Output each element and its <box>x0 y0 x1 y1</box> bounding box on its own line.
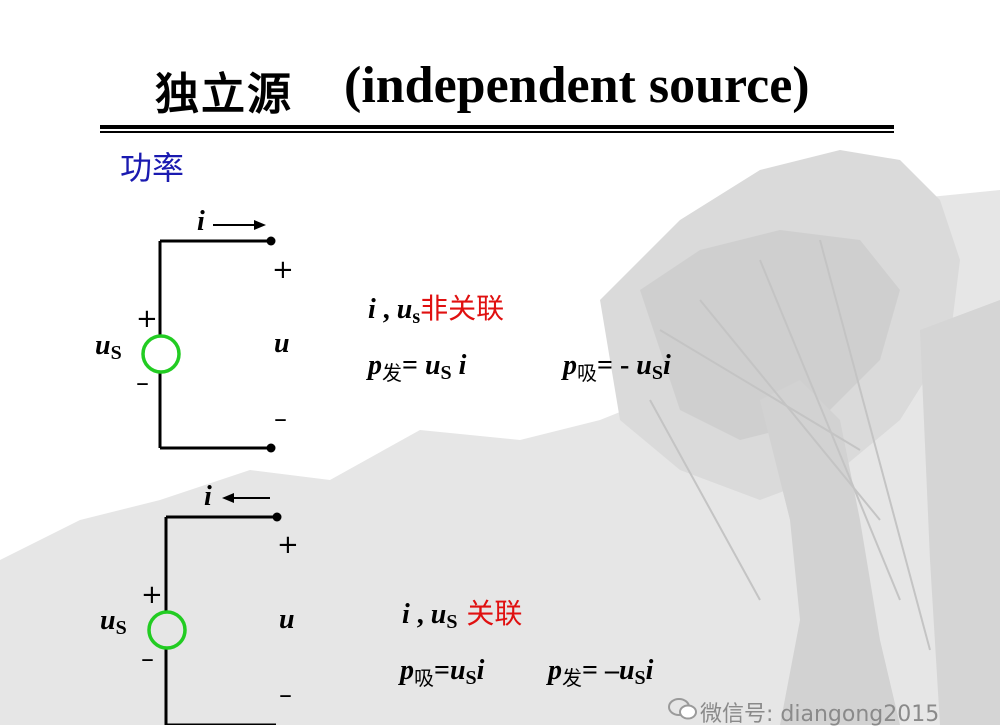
circuit-2-arrowhead <box>222 493 234 503</box>
eq1-condition: i , us非关联 <box>368 292 505 328</box>
circuit-2-source-label: uS <box>100 605 127 639</box>
eq2-power-absorbed: p吸=uSi <box>400 655 485 690</box>
circuit-2-source-minus: – <box>141 644 154 674</box>
circuit-1-source-plus: + <box>136 304 158 334</box>
circuit-1-voltage-plus: + <box>272 255 294 285</box>
title-english: (independent source) <box>344 57 810 114</box>
circuit-1-arrowhead <box>254 220 266 230</box>
circuit-2-terminal-top <box>272 512 282 522</box>
eq1-power-emitted: p发= uS i <box>368 350 467 385</box>
circuit-2-voltage-label: u <box>279 604 295 635</box>
circuit-1-wires <box>158 239 270 450</box>
circuit-2-voltage-minus: – <box>279 680 292 710</box>
circuit-2-wires <box>164 515 276 725</box>
eq1-relation: 非关联 <box>420 292 505 325</box>
circuit-1-terminal-bottom <box>266 443 276 453</box>
title-chinese: 独立源 <box>155 69 293 120</box>
eq1-power-absorbed: p吸= - uSi <box>563 350 671 385</box>
circuit-1-voltage-minus: – <box>274 404 287 434</box>
title-rule-thin <box>100 131 894 133</box>
title-rule-thick <box>100 125 894 129</box>
circuit-2-current-label: i <box>204 481 212 512</box>
circuit-2-voltage-plus: + <box>277 530 299 560</box>
circuit-2-source-circle <box>147 610 187 650</box>
circuit-2-source-plus: + <box>141 580 163 610</box>
circuit-1-source-minus: – <box>136 368 149 398</box>
subtitle-power: 功率 <box>120 149 185 187</box>
circuit-1-voltage-label: u <box>274 328 290 359</box>
eq2-condition: i , uS 关联 <box>402 597 523 633</box>
circuit-1-source-circle <box>141 334 181 374</box>
eq2-power-emitted: p发= –uSi <box>548 655 654 690</box>
circuit-1-current-label: i <box>197 206 205 237</box>
wechat-icon <box>668 698 697 720</box>
watermark-text: 微信号: diangong2015 <box>700 702 940 727</box>
circuit-1-source-label: uS <box>95 330 122 364</box>
eq2-relation: 关联 <box>457 597 523 630</box>
circuit-1-terminal-top <box>266 236 276 246</box>
